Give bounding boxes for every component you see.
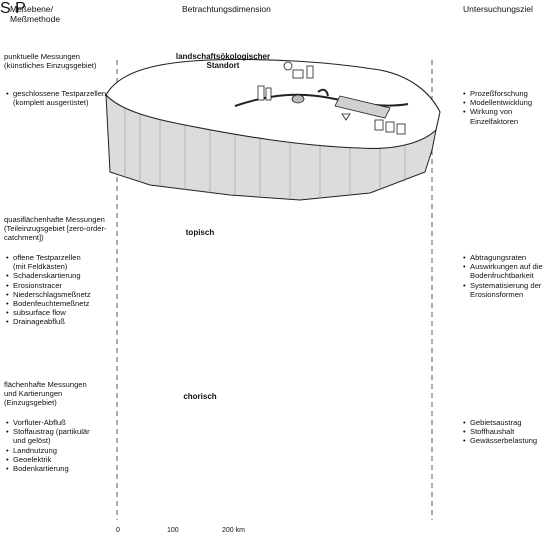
block-label-topisch: topisch (185, 228, 215, 237)
outlet-mark: P (15, 0, 26, 17)
level2-item: Bodenfeuchtemeßnetz (6, 299, 91, 308)
level3-items: Vorfluter-Abfluß Stoffaustrag (partikulä… (6, 418, 90, 473)
level1-goal: Prozeßforschung (463, 89, 560, 98)
scale-tick-0: 0 (116, 527, 120, 534)
outlet-box: S P (0, 0, 26, 17)
level2-item: subsurface flow (6, 308, 91, 317)
level3-item: Bodenkartierung (6, 464, 90, 473)
collector-icon (374, 119, 384, 131)
block-label-chorisch: chorisch (183, 392, 217, 401)
land-use-dotted: S P (0, 0, 26, 17)
plot-frame (334, 95, 391, 119)
level2-item: Erosionstracer (6, 281, 91, 290)
instrument (306, 65, 314, 79)
level1-method: punktuelle Messungen (künstliches Einzug… (4, 52, 97, 70)
level3-goal: Gewässerbelastung (463, 436, 537, 445)
level2-method: quasiflächenhafte Messungen (Teileinzugs… (4, 215, 107, 242)
level3-goal: Stoffhaushalt (463, 427, 537, 436)
level2-item: Drainageabfluß (6, 317, 91, 326)
land-use-grey: S P (0, 0, 26, 17)
stream-line: S P (0, 0, 26, 17)
block-chorisch: S P (0, 0, 26, 17)
collector-icon (396, 123, 406, 135)
block-label-standort: landschaftsökologischer Standort (175, 52, 271, 70)
level3-item: Stoffaustrag (partikulär und gelöst) (6, 427, 90, 445)
block3-front: S P (0, 0, 26, 17)
land-use-lined: S P (0, 0, 26, 17)
land-use-grey: S P (0, 0, 26, 17)
outlet-arrow: S P (0, 0, 26, 17)
level2-item: Niederschlagsmeßnetz (6, 290, 91, 299)
arrow-head-icon: S P (0, 0, 26, 17)
level2-item: offene Testparzellen (mit Feldkästen) (6, 253, 91, 271)
header-dimension: Betrachtungsdimension (182, 4, 271, 14)
level1-items: geschlossene Testparzellen (komplett aus… (6, 89, 106, 107)
level2-item: Schadenskartierung (6, 271, 91, 280)
instrument (292, 69, 304, 79)
block3-top: S P (0, 0, 26, 17)
level2-goal: Abtragungsraten (463, 253, 543, 262)
instrument (265, 87, 272, 101)
tributary: S P (0, 0, 26, 17)
instrument (257, 85, 265, 101)
block1-top (105, 58, 441, 149)
arrow-icon (317, 88, 329, 97)
funnel-icon (341, 113, 351, 121)
header-goal: Untersuchungsziel (463, 4, 533, 14)
land-use-hatched: S P (0, 0, 26, 17)
collector-icon (385, 121, 395, 133)
level2-items: offene Testparzellen (mit Feldkästen) Sc… (6, 253, 91, 327)
block3-side: S P (0, 0, 26, 17)
tank-icon (291, 94, 305, 104)
level2-goal: Auswirkungen auf die Bodenfruchtbarkeit (463, 262, 543, 280)
level3-goals: Gebietsaustrag Stoffhaushalt Gewässerbel… (463, 418, 537, 446)
level2-goals: Abtragungsraten Auswirkungen auf die Bod… (463, 253, 543, 299)
level1-goal: Wirkung von Einzelfaktoren (463, 107, 560, 125)
rain-gauge-icon (283, 61, 293, 71)
level3-goal: Gebietsaustrag (463, 418, 537, 427)
outlet-mark: S (0, 0, 11, 17)
header-scale-level: Meßebene/ Meßmethode (10, 4, 61, 24)
level1-goals: Prozeßforschung Modellentwicklung Wirkun… (463, 89, 560, 126)
level3-method: flächenhafte Messungen und Kartierungen … (4, 380, 87, 407)
level1-item: geschlossene Testparzellen (komplett aus… (6, 89, 106, 107)
watershed-divide: S P (0, 0, 26, 17)
level3-item: Geoelektrik (6, 455, 90, 464)
scale-tick-100: 100 (167, 527, 179, 534)
level2-goal: Systematisierung der Erosionsformen (463, 281, 543, 299)
outlet-box: S P (0, 0, 26, 17)
block-standort (105, 58, 441, 201)
level1-goal: Modellentwicklung (463, 98, 560, 107)
level3-item: Landnutzung (6, 446, 90, 455)
level3-item: Vorfluter-Abfluß (6, 418, 90, 427)
scale-tick-200: 200 km (222, 527, 245, 534)
